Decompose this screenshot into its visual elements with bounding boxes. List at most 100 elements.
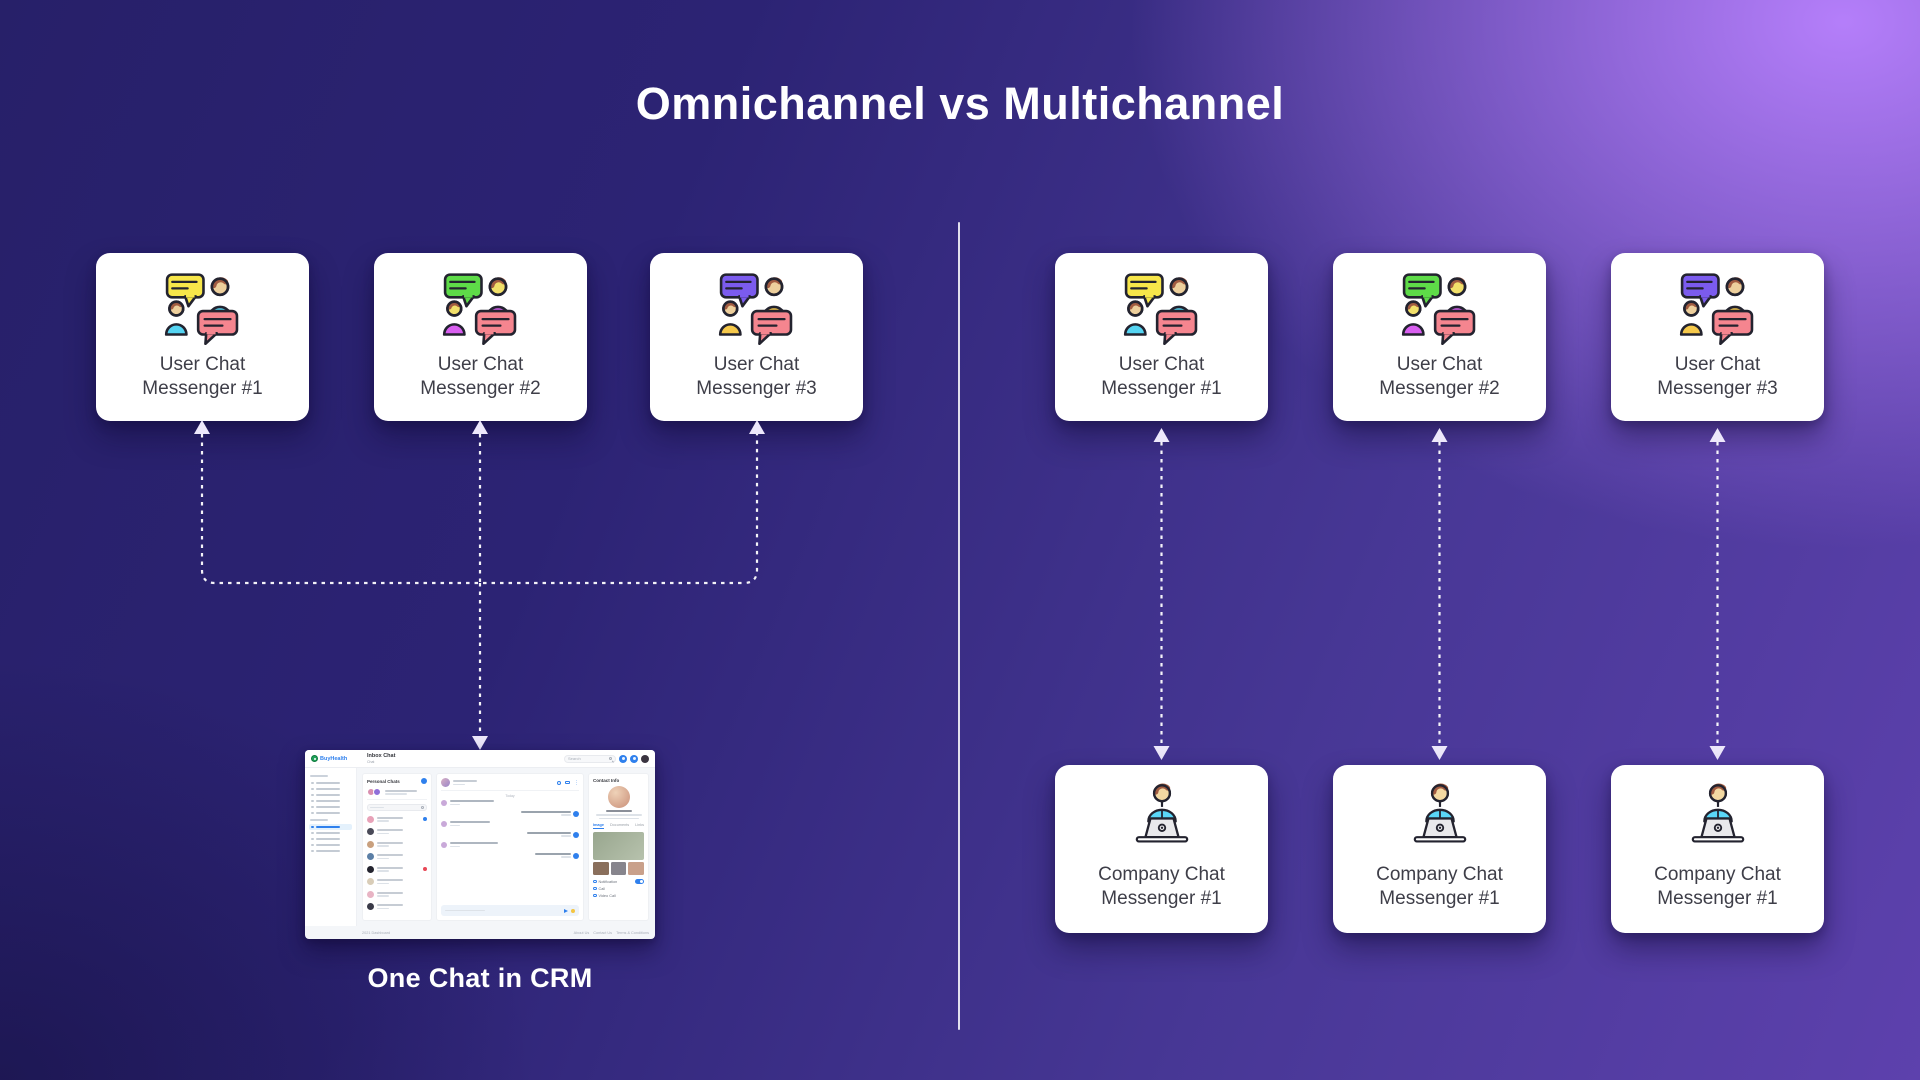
- arrow-up-icon: [1153, 428, 1170, 442]
- chat-message-incoming: [441, 821, 579, 827]
- crm-sidebar-item: [309, 842, 352, 848]
- crm-pinned-group: [367, 788, 427, 800]
- crm-contact-search-input: [367, 804, 427, 811]
- crm-message-input: [441, 905, 579, 916]
- crm-contact-list: [367, 813, 427, 913]
- chat-message-incoming: [441, 800, 579, 806]
- unread-badge: [423, 817, 427, 822]
- card-label: User Chat Messenger #1: [142, 354, 263, 400]
- chat-users-icon: [1121, 273, 1203, 345]
- crm-settings-icon: [630, 754, 638, 763]
- card-label: User Chat Messenger #1: [1101, 354, 1222, 400]
- contact-option-call: Call: [593, 885, 644, 892]
- media-photo-row: [593, 862, 645, 875]
- card-label: Company Chat Messenger #1: [1376, 864, 1503, 910]
- arrow-down-icon: [472, 736, 488, 750]
- page-title: Omnichannel vs Multichannel: [635, 78, 1285, 129]
- option-icon: [593, 893, 597, 898]
- user-chat-card-right-2: User Chat Messenger #2: [1333, 253, 1546, 421]
- emoji-icon: [571, 908, 575, 913]
- crm-brand-name: BuyHealth: [320, 755, 348, 762]
- search-icon: [609, 757, 612, 760]
- crm-sidebar: [305, 768, 357, 926]
- user-chat-card-3: User Chat Messenger #3: [650, 253, 863, 421]
- crm-brand: BuyHealth: [311, 755, 359, 762]
- omnichannel-connector-lines: [194, 420, 765, 750]
- contact-option-video-call: Video Call: [593, 892, 644, 899]
- card-label: User Chat Messenger #2: [420, 354, 541, 400]
- avatar: [573, 810, 579, 817]
- chat-message-outgoing: [441, 810, 579, 817]
- company-chat-card-2: Company Chat Messenger #1: [1333, 765, 1546, 933]
- chat-users-icon: [716, 273, 798, 345]
- crm-contact-row: [367, 813, 427, 826]
- card-label: Company Chat Messenger #1: [1654, 864, 1781, 910]
- avatar: [367, 840, 374, 848]
- avatar: [367, 890, 374, 898]
- avatar: [367, 828, 374, 836]
- support-agent-icon: [1404, 779, 1476, 855]
- double-arrow: [1709, 428, 1726, 760]
- video-icon: [565, 780, 570, 785]
- crm-chats-panel: Personal Chats: [362, 773, 432, 921]
- chat-users-icon: [440, 273, 522, 345]
- crm-contact-row: [367, 826, 427, 839]
- crm-chat-header: ⋮: [441, 778, 579, 791]
- crm-sidebar-item: [309, 848, 352, 854]
- send-icon: [564, 908, 568, 913]
- crm-message-list: [441, 800, 579, 859]
- crm-footer-link: Terms & Conditions: [616, 930, 649, 935]
- crm-screenshot: BuyHealth Inbox Chat Chat Search Persona…: [305, 750, 655, 939]
- toggle-on: [635, 879, 644, 884]
- support-agent-icon: [1682, 779, 1754, 855]
- company-chat-card-3: Company Chat Messenger #1: [1611, 765, 1824, 933]
- crm-contact-row: [367, 838, 427, 851]
- unread-badge: [423, 867, 427, 872]
- user-chat-card-2: User Chat Messenger #2: [374, 253, 587, 421]
- arrow-up-icon: [749, 420, 765, 434]
- crm-sidebar-item: [309, 798, 352, 804]
- chat-users-icon: [162, 273, 244, 345]
- phone-icon: [557, 780, 561, 785]
- crm-sidebar-item: [309, 836, 352, 842]
- avatar: [573, 831, 579, 838]
- crm-footer-copyright: 2021 Dashboard: [362, 930, 391, 935]
- crm-logo-icon: [311, 755, 318, 762]
- crm-search-input: Search: [564, 754, 616, 763]
- avatar: [367, 878, 374, 886]
- media-photo: [610, 862, 627, 875]
- arrow-up-icon: [472, 420, 488, 434]
- card-label: User Chat Messenger #3: [696, 354, 817, 400]
- contact-photo: [607, 786, 630, 808]
- card-label: User Chat Messenger #3: [1657, 354, 1778, 400]
- crm-search-placeholder: Search: [568, 756, 581, 761]
- avatar: [367, 903, 374, 911]
- card-label: Company Chat Messenger #1: [1098, 864, 1225, 910]
- chat-message-incoming: [441, 842, 579, 848]
- crm-date-separator: Today: [505, 794, 515, 798]
- media-photo: [593, 832, 644, 860]
- media-tab: Links: [635, 823, 644, 827]
- crm-contact-row: [367, 901, 427, 914]
- crm-contact-options: Notification Call Video Call: [593, 878, 644, 899]
- crm-footer-link: About Us: [573, 930, 590, 935]
- chat-users-icon: [1677, 273, 1759, 345]
- avatar: [573, 852, 579, 859]
- media-tab: Image: [593, 823, 604, 829]
- crm-topbar: BuyHealth Inbox Chat Chat Search: [305, 750, 655, 768]
- company-chat-card-1: Company Chat Messenger #1: [1055, 765, 1268, 933]
- crm-contact-row: [367, 863, 427, 876]
- crm-contact-info-title: Contact Info: [593, 778, 620, 783]
- arrow-down-icon: [1153, 746, 1170, 760]
- avatar: [441, 842, 447, 848]
- user-chat-card-right-3: User Chat Messenger #3: [1611, 253, 1824, 421]
- crm-sidebar-item: [309, 824, 352, 830]
- user-chat-card-right-1: User Chat Messenger #1: [1055, 253, 1268, 421]
- crm-footer-link: Contact Us: [593, 930, 613, 935]
- option-icon: [593, 886, 597, 891]
- chat-message-outgoing: [441, 852, 579, 859]
- crm-contact-row: [367, 888, 427, 901]
